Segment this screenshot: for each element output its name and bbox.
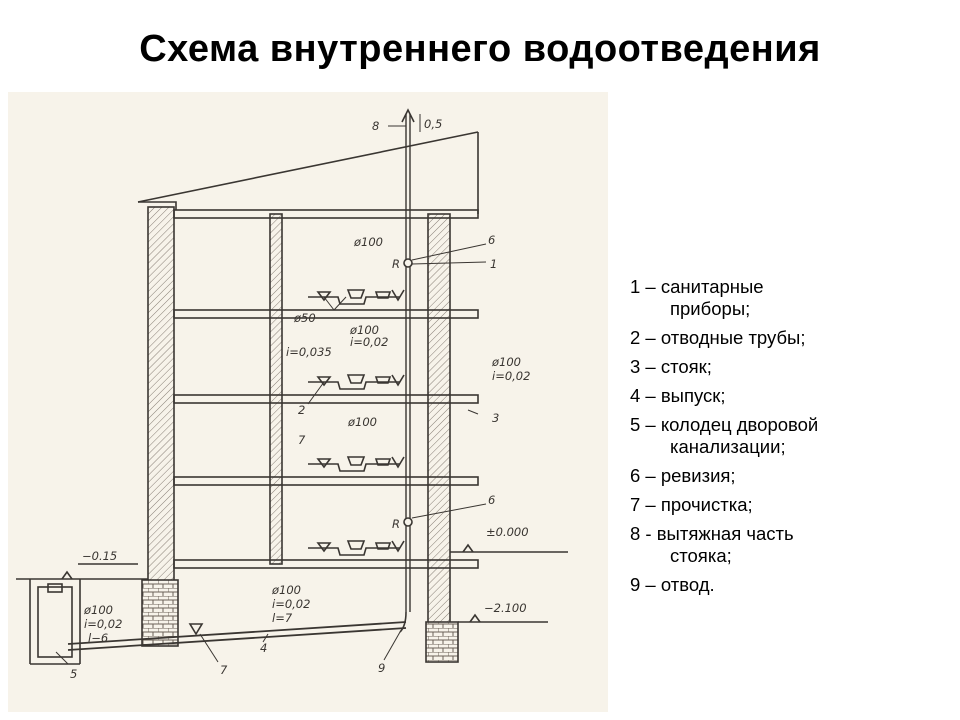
legend-item-text: 5 – колодец дворовой <box>630 414 819 435</box>
roof-line <box>137 131 479 203</box>
label-d100-a: ø100 <box>349 323 379 337</box>
fixtures-floor-1 <box>308 540 405 556</box>
label-7-left: 7 <box>298 433 306 447</box>
label-elev-zero: ±0.000 <box>486 525 529 539</box>
label-r-bot: R <box>392 517 400 531</box>
fixtures-floor-2 <box>308 456 405 472</box>
label-0-5: 0,5 <box>424 117 442 131</box>
label-6-bot: 6 <box>488 493 495 507</box>
legend-item: 2 – отводные трубы; <box>630 327 950 349</box>
label-d100-b: ø100 <box>491 355 521 369</box>
label-l7: l=7 <box>272 611 293 625</box>
left-foundation <box>141 579 179 647</box>
legend-item: 8 - вытяжная часть стояка; <box>630 523 950 567</box>
floor-slabs <box>173 209 479 569</box>
legend-item-text: 8 - вытяжная часть <box>630 523 794 544</box>
legend-item-text: 4 – выпуск; <box>630 385 726 406</box>
legend-item-continuation: стояка; <box>670 545 732 566</box>
legend-item-text: 3 – стояк; <box>630 356 712 377</box>
roof-step <box>138 201 177 210</box>
legend-item-continuation: приборы; <box>670 298 751 319</box>
label-d100-well: ø100 <box>83 603 113 617</box>
legend-item: 3 – стояк; <box>630 356 950 378</box>
bend-9 <box>399 611 407 633</box>
label-6-top: 6 <box>488 233 495 247</box>
right-foundation <box>425 621 459 663</box>
legend-list: 1 – санитарные приборы; 2 – отводные тру… <box>630 276 950 603</box>
legend-item: 7 – прочистка; <box>630 494 950 516</box>
legend-item: 1 – санитарные приборы; <box>630 276 950 320</box>
elev-015-mark <box>61 570 73 580</box>
label-d100-out: ø100 <box>271 583 301 597</box>
legend-item: 6 – ревизия; <box>630 465 950 487</box>
label-7-bot: 7 <box>220 663 228 677</box>
left-column <box>147 206 175 583</box>
legend-item: 9 – отвод. <box>630 574 950 596</box>
label-d100-mid: ø100 <box>347 415 377 429</box>
label-3: 3 <box>492 411 499 425</box>
vent-arrow <box>401 108 415 123</box>
elev-2100-mark <box>469 613 481 623</box>
label-l6: l−6 <box>88 631 108 645</box>
label-i002-b: i=0,02 <box>492 369 530 383</box>
label-2: 2 <box>298 403 305 417</box>
label-d50: ø50 <box>293 311 316 325</box>
label-8: 8 <box>372 119 379 133</box>
legend-item-text: 7 – прочистка; <box>630 494 753 515</box>
label-r-top: R <box>392 257 400 271</box>
building-section-svg: 8 0,5 ø100 6 R 1 ø50 i=0,035 ø100 i=0,02… <box>16 108 568 681</box>
fixtures-floor-3 <box>308 374 405 390</box>
legend-item-text: 9 – отвод. <box>630 574 715 595</box>
legend-item: 5 – колодец дворовой канализации; <box>630 414 950 458</box>
revision-top <box>403 258 413 268</box>
leader-lines <box>55 114 487 665</box>
label-i0035: i=0,035 <box>286 345 332 359</box>
label-5: 5 <box>70 667 77 681</box>
label-9: 9 <box>378 661 385 675</box>
label-elev-015: −0.15 <box>82 549 117 563</box>
legend-item: 4 – выпуск; <box>630 385 950 407</box>
yard-well <box>29 579 81 665</box>
sewer-scheme-drawing: 8 0,5 ø100 6 R 1 ø50 i=0,035 ø100 i=0,02… <box>8 92 608 712</box>
inner-column <box>269 213 283 565</box>
elev-zero-mark <box>462 543 474 553</box>
slide-title: Схема внутреннего водоотведения <box>139 28 821 70</box>
drawing-labels: 8 0,5 ø100 6 R 1 ø50 i=0,035 ø100 i=0,02… <box>70 117 530 681</box>
legend-item-text: 1 – санитарные <box>630 276 764 297</box>
fixtures-floor-4 <box>308 289 405 305</box>
label-elev-2100: −2.100 <box>484 601 527 615</box>
outlet-pipe <box>67 621 407 645</box>
label-1: 1 <box>490 257 497 271</box>
revision-bottom <box>403 517 413 527</box>
legend-item-text: 2 – отводные трубы; <box>630 327 806 348</box>
label-4: 4 <box>260 641 267 655</box>
cleanout-bottom <box>188 623 204 636</box>
legend-item-continuation: канализации; <box>670 436 786 457</box>
legend-item-text: 6 – ревизия; <box>630 465 736 486</box>
label-d100-top: ø100 <box>353 235 383 249</box>
label-i002-a: i=0,02 <box>350 335 388 349</box>
label-i002-out: i=0,02 <box>272 597 310 611</box>
label-i002-well: i=0,02 <box>84 617 122 631</box>
right-column <box>427 213 451 625</box>
